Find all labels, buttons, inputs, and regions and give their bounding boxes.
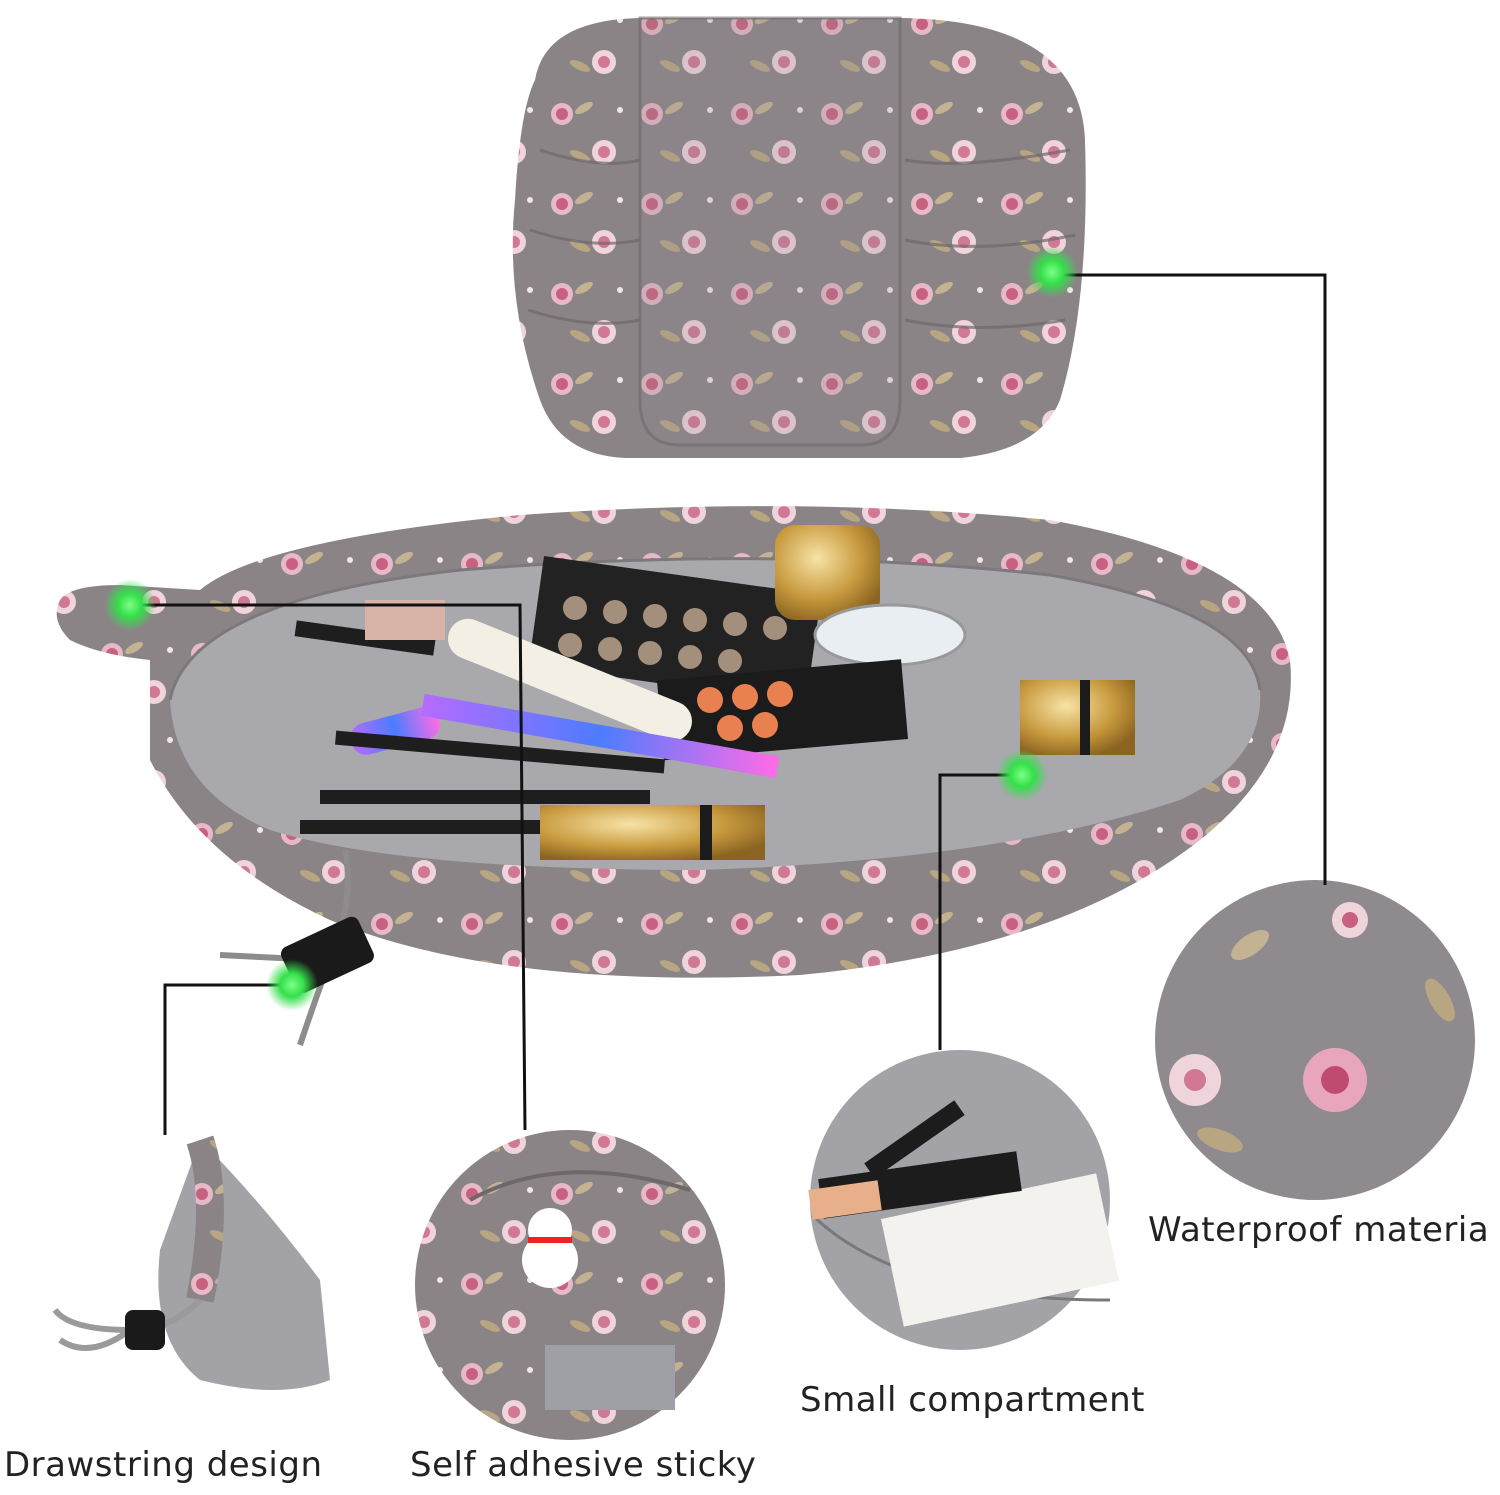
- leader-lines: [130, 273, 1327, 1135]
- small-compartment-detail-circle: [808, 1050, 1120, 1350]
- waterproof-label: Waterproof materia: [1148, 1210, 1490, 1250]
- cosmetics-items: [294, 525, 1135, 860]
- self-adhesive-label: Self adhesive sticky: [410, 1445, 757, 1485]
- drawstring-detail-circle: [30, 1135, 340, 1445]
- self-adhesive-detail-circle: [415, 1130, 725, 1440]
- closed-bag-image: [512, 16, 1086, 458]
- drawstring-label: Drawstring design: [4, 1445, 323, 1485]
- small-compartment-label: Small compartment: [800, 1380, 1145, 1420]
- open-bag-image: [56, 506, 1291, 1046]
- green-marker-dots: [104, 246, 1078, 1011]
- waterproof-detail-circle: [1155, 880, 1475, 1200]
